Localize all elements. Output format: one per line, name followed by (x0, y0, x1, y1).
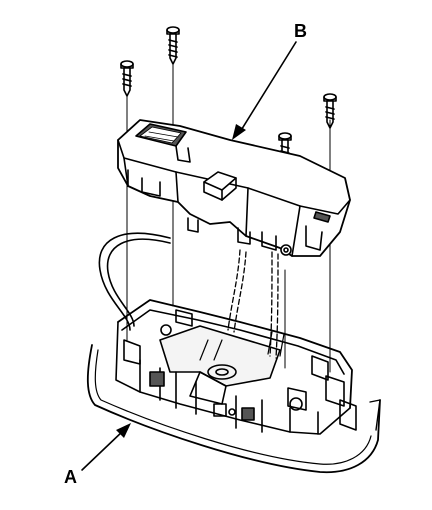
wire-harness (227, 249, 279, 359)
screw-1 (166, 26, 180, 65)
callout-label-b: B (294, 21, 307, 41)
lower-housing (86, 299, 381, 474)
callout-label-a: A (64, 467, 77, 487)
arrow-to-a (81, 423, 131, 471)
wire-loop (98, 232, 171, 331)
arrow-to-b (232, 41, 297, 140)
screw-2 (120, 60, 134, 97)
upper-assembly (117, 119, 351, 257)
screw-3 (323, 93, 337, 129)
